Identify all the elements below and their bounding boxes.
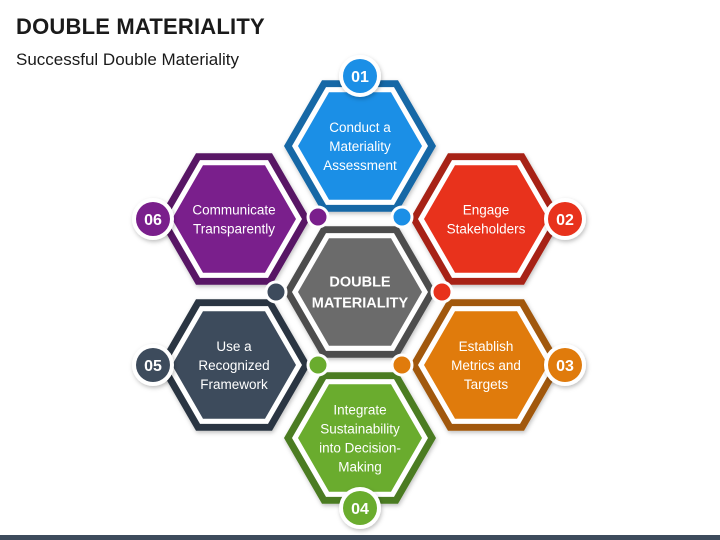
step-text: Engage <box>463 203 510 218</box>
page-subtitle: Successful Double Materiality <box>16 50 239 69</box>
step-text: Sustainability <box>320 422 400 437</box>
step-text: Use a <box>216 339 252 354</box>
step-number-badge-05: 05 <box>132 344 174 386</box>
step-number: 02 <box>556 212 574 229</box>
center-hexagon: DOUBLE MATERIALITY <box>284 226 436 358</box>
connector-dot <box>430 280 454 304</box>
step-text: Transparently <box>193 222 275 237</box>
connector-dot <box>306 353 330 377</box>
step-text: Establish <box>459 339 514 354</box>
step-number-badge-04: 04 <box>339 487 381 529</box>
step-text: Assessment <box>323 158 397 173</box>
step-text: into Decision- <box>319 441 401 456</box>
step-text: Stakeholders <box>447 222 526 237</box>
step-text: Recognized <box>198 358 269 373</box>
step-number-badge-06: 06 <box>132 198 174 240</box>
step-text: Framework <box>200 377 268 392</box>
step-number-badge-01: 01 <box>339 55 381 97</box>
step-text: Conduct a <box>329 120 391 135</box>
step-number: 06 <box>144 212 162 229</box>
step-number: 03 <box>556 358 574 375</box>
connector-dot <box>390 205 414 229</box>
step-number: 05 <box>144 358 162 375</box>
step-text: Making <box>338 460 382 475</box>
step-text: Metrics and <box>451 358 521 373</box>
step-text: Targets <box>464 377 509 392</box>
step-number-badge-03: 03 <box>544 344 586 386</box>
connector-dot <box>264 280 288 304</box>
page-title: DOUBLE MATERIALITY <box>16 14 265 39</box>
connector-dot <box>390 353 414 377</box>
bottom-accent-bar <box>0 535 720 540</box>
step-number: 04 <box>351 501 369 518</box>
center-text: DOUBLE <box>329 275 391 291</box>
step-text: Integrate <box>333 403 386 418</box>
step-text: Materiality <box>329 139 391 154</box>
connector-dot <box>306 205 330 229</box>
step-text: Communicate <box>192 203 275 218</box>
step-number: 01 <box>351 69 369 86</box>
center-text: MATERIALITY <box>312 296 409 312</box>
step-number-badge-02: 02 <box>544 198 586 240</box>
